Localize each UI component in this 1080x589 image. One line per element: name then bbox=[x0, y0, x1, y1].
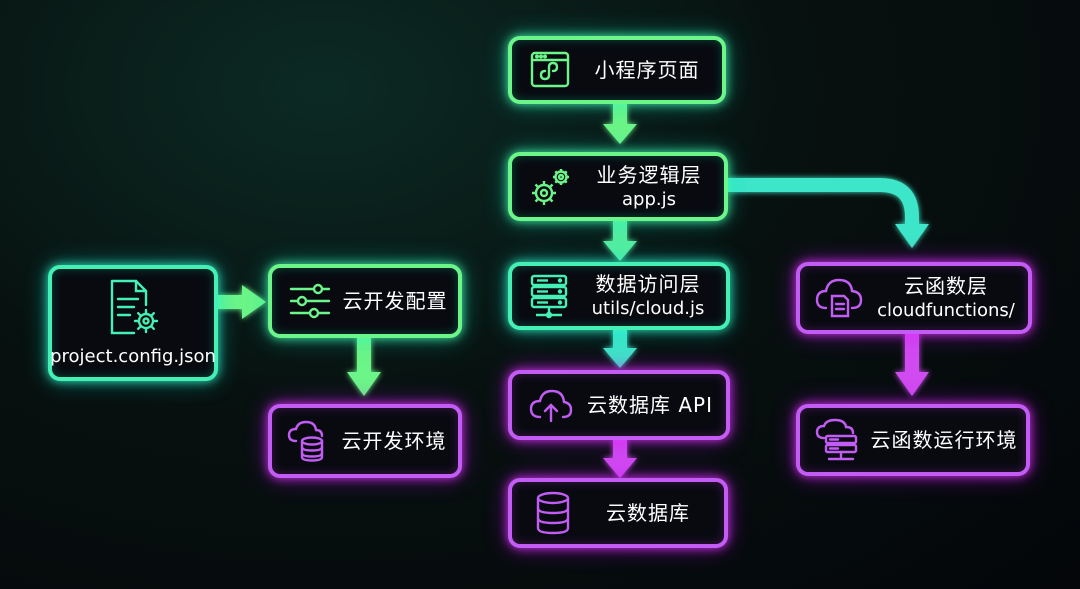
cloud-upload-icon bbox=[528, 385, 574, 425]
cloud-database-icon bbox=[286, 419, 330, 463]
cloud-document-icon bbox=[814, 276, 864, 320]
edge-logic-to-data-access bbox=[603, 221, 637, 261]
node-subtitle: app.js bbox=[622, 188, 676, 210]
node-subtitle: cloudfunctions/ bbox=[877, 300, 1015, 321]
node-title: 云数据库 bbox=[606, 501, 690, 525]
server-stack-icon bbox=[528, 273, 570, 319]
node-label: 云开发环境 bbox=[330, 428, 458, 454]
node-title: 数据访问层 bbox=[595, 272, 701, 296]
edge-logic-to-cloud-function bbox=[728, 178, 929, 248]
sliders-icon bbox=[288, 281, 332, 321]
node-cloud-dev-config: 云开发配置 bbox=[268, 264, 462, 338]
node-title: 云函数层 bbox=[904, 274, 988, 298]
node-label: 数据访问层 utils/cloud.js bbox=[570, 271, 726, 321]
node-label: 业务逻辑层 app.js bbox=[574, 162, 724, 212]
edge-cloud-config-to-env bbox=[347, 338, 381, 396]
node-label: 云数据库 API bbox=[574, 392, 726, 418]
edge-page-to-logic bbox=[603, 104, 637, 144]
node-cloud-db: 云数据库 bbox=[508, 478, 728, 548]
database-icon bbox=[534, 490, 572, 536]
node-business-logic: 业务逻辑层 app.js bbox=[508, 152, 728, 221]
node-subtitle: utils/cloud.js bbox=[591, 298, 705, 319]
browser-link-icon bbox=[528, 48, 572, 92]
edge-data-access-to-api bbox=[603, 330, 637, 368]
node-title: 云数据库 API bbox=[587, 393, 713, 417]
node-label: 小程序页面 bbox=[572, 57, 722, 83]
node-title: 业务逻辑层 bbox=[596, 162, 702, 187]
node-title: 云开发配置 bbox=[342, 289, 448, 313]
node-miniprogram-page: 小程序页面 bbox=[508, 36, 726, 104]
node-project-config: project.config.json bbox=[48, 265, 218, 381]
node-cloud-function-layer: 云函数层 cloudfunctions/ bbox=[796, 262, 1032, 334]
node-title: project.config.json bbox=[50, 346, 216, 367]
node-label: 云函数运行环境 bbox=[862, 427, 1026, 453]
edge-api-to-db bbox=[603, 440, 637, 478]
node-cloud-db-api: 云数据库 API bbox=[508, 370, 730, 440]
node-title: 小程序页面 bbox=[594, 58, 700, 82]
node-title: 云函数运行环境 bbox=[870, 428, 1018, 452]
gears-icon bbox=[526, 163, 574, 211]
document-gear-icon bbox=[104, 277, 162, 339]
edge-project-config-to-cloud-config bbox=[218, 285, 266, 319]
node-cloud-dev-env: 云开发环境 bbox=[268, 404, 462, 478]
node-label: 云开发配置 bbox=[332, 288, 458, 314]
node-cloud-function-runtime: 云函数运行环境 bbox=[796, 404, 1030, 476]
node-label: 云数据库 bbox=[572, 500, 724, 526]
edge-cloud-function-to-runtime bbox=[895, 334, 929, 396]
node-title: 云开发环境 bbox=[341, 429, 447, 453]
cloud-server-icon bbox=[814, 418, 862, 462]
node-data-access: 数据访问层 utils/cloud.js bbox=[508, 262, 730, 330]
node-label: 云函数层 cloudfunctions/ bbox=[864, 273, 1028, 323]
